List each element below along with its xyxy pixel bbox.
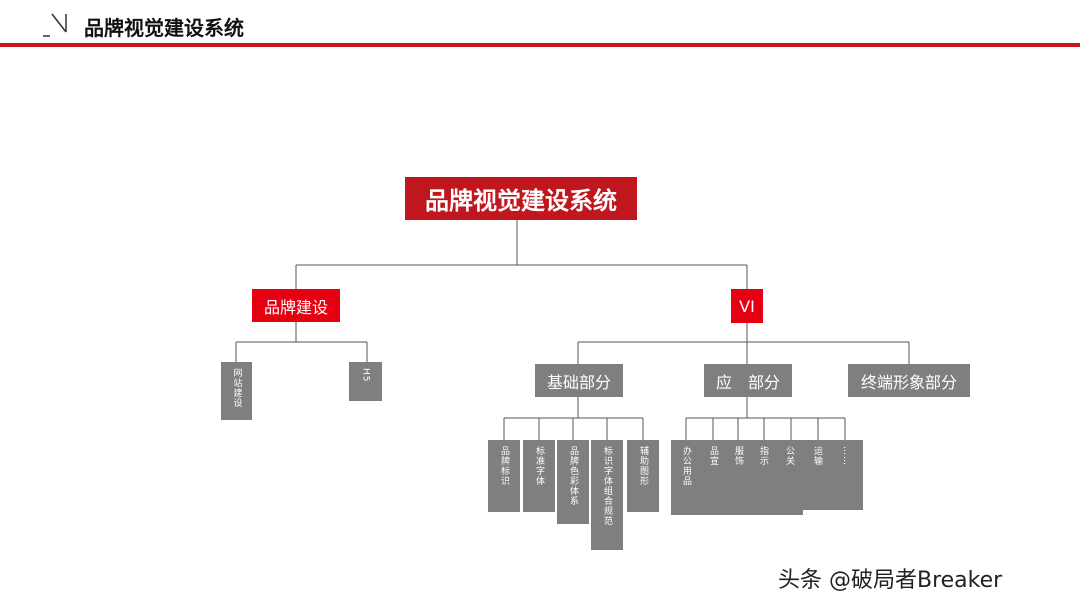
header-mark-icon <box>43 13 67 37</box>
node-standard-font-label: 标准字体 <box>534 446 544 486</box>
node-pr-label: 公关 <box>784 446 794 466</box>
node-h5-label: H5 <box>360 368 371 383</box>
node-terminal: 终端形象部分 <box>848 364 970 397</box>
node-office-supplies: 办公用品 <box>671 440 701 515</box>
node-website: 网站建设 <box>221 362 252 420</box>
root-node: 品牌视觉建设系统 <box>405 177 637 220</box>
node-transport: 运输 <box>802 440 832 510</box>
node-promotion: 品宣 <box>700 440 726 515</box>
node-pr: 公关 <box>775 440 803 515</box>
node-basic: 基础部分 <box>535 364 623 397</box>
node-color-system: 品牌色彩体系 <box>557 440 589 524</box>
node-auxiliary-graphics-label: 辅助图形 <box>638 446 648 486</box>
watermark: 头条 @破局者Breaker <box>778 568 1003 593</box>
node-transport-label: 运输 <box>812 446 822 466</box>
node-logo-label: 品牌标识 <box>499 446 509 486</box>
node-more-label: …… <box>841 446 851 466</box>
page-title: 品牌视觉建设系统 <box>84 16 244 40</box>
node-signage: 指示 <box>750 440 776 515</box>
node-brand-building: 品牌建设 <box>252 289 340 322</box>
node-office-supplies-label: 办公用品 <box>681 446 691 486</box>
node-more: …… <box>829 440 863 510</box>
node-auxiliary-graphics: 辅助图形 <box>627 440 659 512</box>
node-apparel-label: 服饰 <box>733 446 743 466</box>
header-rule <box>0 43 1080 47</box>
node-promotion-label: 品宣 <box>708 446 718 466</box>
node-signage-label: 指示 <box>758 446 768 466</box>
node-combination-spec: 标识字体组合规范 <box>591 440 623 550</box>
node-application: 应 部分 <box>704 364 792 397</box>
node-logo: 品牌标识 <box>488 440 520 512</box>
node-standard-font: 标准字体 <box>523 440 555 512</box>
node-h5: H5 <box>349 362 382 401</box>
node-website-label: 网站建设 <box>231 368 242 408</box>
node-combination-spec-label: 标识字体组合规范 <box>602 446 612 526</box>
node-apparel: 服饰 <box>725 440 751 515</box>
node-vi: VI <box>731 289 763 323</box>
node-color-system-label: 品牌色彩体系 <box>568 446 578 506</box>
